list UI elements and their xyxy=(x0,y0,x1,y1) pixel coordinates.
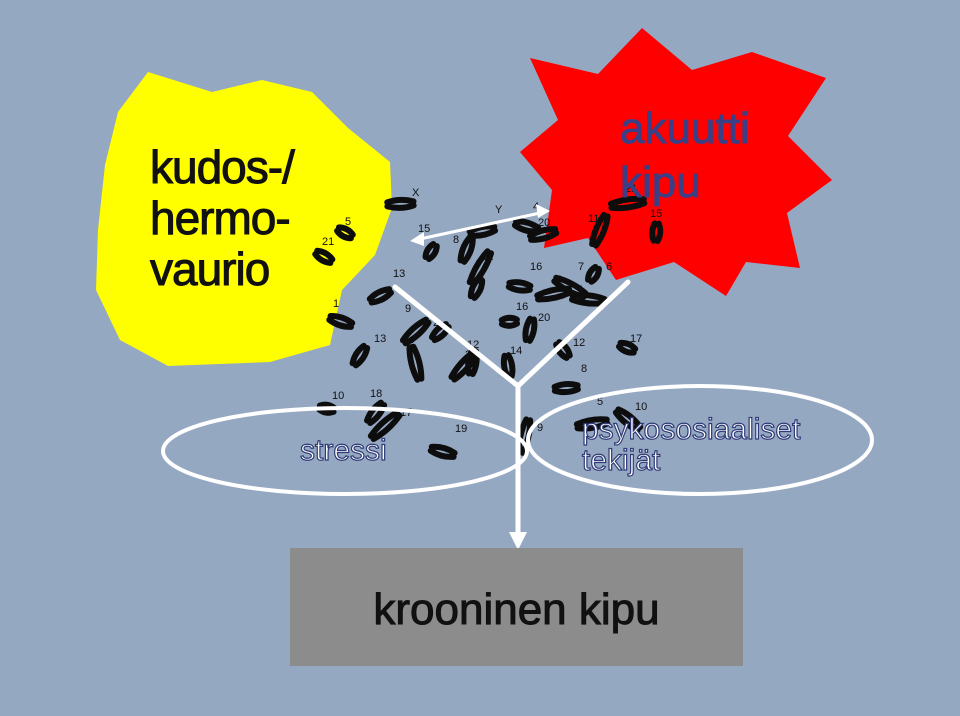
chromosome-mark xyxy=(569,292,608,307)
chromosome-number: 20 xyxy=(538,312,550,324)
tissue-nerve-damage-shape xyxy=(96,72,392,366)
chromosome-mark xyxy=(334,224,356,242)
chromosome-mark xyxy=(422,241,440,263)
chromosome-number: 7 xyxy=(578,261,584,273)
chromosome-number: 8 xyxy=(453,234,459,246)
chromosome-mark xyxy=(615,339,639,356)
chromosome-number: 6 xyxy=(606,261,612,273)
chromosome-mark xyxy=(399,316,432,347)
chromosome-mark xyxy=(457,235,476,265)
chromosome-mark xyxy=(573,416,611,432)
psychosocial-factors-label: psykososiaaliset tekijät xyxy=(581,413,801,477)
tissue-nerve-damage-label: kudos-/ hermo- vaurio xyxy=(150,141,296,295)
chromosome-mark xyxy=(527,226,560,243)
chromosome-mark xyxy=(312,247,336,266)
chromosome-number: 8 xyxy=(581,363,587,375)
chromosome-number: 21 xyxy=(625,183,637,195)
chromosome-mark xyxy=(366,286,394,306)
stress-ellipse xyxy=(161,406,529,496)
chromosome-mark xyxy=(349,342,371,369)
chronic-pain-label: krooninen kipu xyxy=(373,585,660,635)
chromosome-number: 5 xyxy=(345,216,351,228)
chromosome-number: 11 xyxy=(588,213,599,225)
down-arrow-head xyxy=(509,532,527,550)
chromosome-mark xyxy=(522,315,538,344)
chromosome-number: 20 xyxy=(538,217,550,229)
chromosome-number: 1 xyxy=(578,284,584,296)
acute-pain-label: akuutti kipu xyxy=(620,104,750,208)
chromosome-number: 5 xyxy=(597,396,603,408)
chromosome-number: 21 xyxy=(322,236,334,248)
chromosome-mark xyxy=(589,211,611,249)
chromosome-number: 6 xyxy=(408,340,414,352)
chromosome-number: 14 xyxy=(510,345,522,357)
chromosome-number: 16 xyxy=(530,261,542,273)
chromosome-number: Y xyxy=(495,204,503,216)
chromosome-mark xyxy=(326,313,356,330)
chromosome-number: 15 xyxy=(418,223,430,235)
chromosome-number: 10 xyxy=(635,401,647,413)
chromosome-mark xyxy=(406,343,425,383)
chromosome-number: 9 xyxy=(405,303,411,315)
chromosome-mark xyxy=(498,314,521,329)
chromosome-number: X xyxy=(412,187,420,199)
chromosome-number: 9 xyxy=(537,422,543,434)
chromosome-number: 16 xyxy=(516,301,528,313)
chromosome-number: 11 xyxy=(482,251,493,263)
chromosome-number: 10 xyxy=(332,390,344,402)
chromosome-mark xyxy=(367,409,403,442)
chromosome-mark xyxy=(612,406,644,434)
chromosome-mark xyxy=(649,220,664,244)
chromosome-number: 19 xyxy=(455,423,467,435)
chromosome-number: 13 xyxy=(374,333,386,345)
stress-label: stressi xyxy=(299,433,387,467)
convergence-lines xyxy=(392,279,631,538)
chromosome-mark xyxy=(505,279,534,294)
chromosome-mark xyxy=(467,275,486,301)
chromosome-number: 13 xyxy=(393,268,405,280)
chromosome-number: 15 xyxy=(650,208,662,220)
chromosome-mark xyxy=(607,195,648,212)
chromosome-number: 3 xyxy=(478,274,484,286)
chromosome-mark xyxy=(427,443,458,460)
chronic-pain-box xyxy=(290,548,743,666)
chromosome-number: 1 xyxy=(333,298,339,310)
chromosome-mark xyxy=(551,381,581,396)
double-arrow xyxy=(410,204,550,246)
chromosome-number: 12 xyxy=(573,337,585,349)
chromosome-mark xyxy=(585,263,602,285)
chromosome-number: 17 xyxy=(630,333,642,345)
chromosome-number: 4 xyxy=(533,201,539,213)
chromosome-mark xyxy=(384,196,417,211)
psychosocial-ellipse xyxy=(526,384,874,496)
chromosome-number: 18 xyxy=(370,388,382,400)
